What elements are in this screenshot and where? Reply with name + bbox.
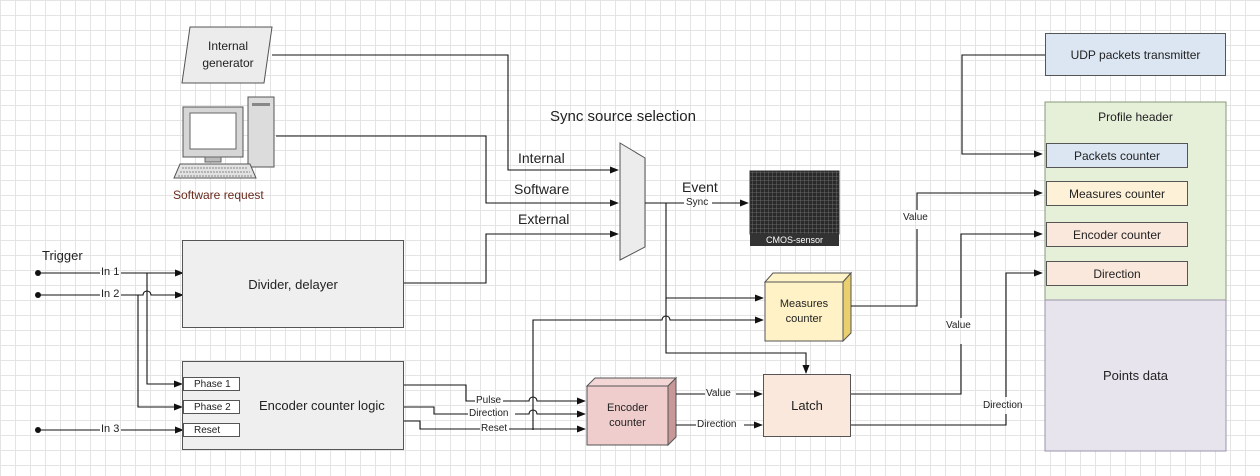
mux-internal-label: Internal — [518, 150, 565, 166]
sync-source-title: Sync source selection — [550, 108, 696, 125]
mux-software-label: Software — [514, 181, 570, 197]
encoder-counter-field: Encoder counter — [1046, 222, 1188, 247]
in2-label: In 2 — [101, 288, 120, 300]
connection-lines — [38, 54, 1045, 430]
phase2-port: Phase 2 — [183, 400, 240, 414]
reset-signal-label: Reset — [481, 423, 508, 434]
points-data-panel — [1044, 299, 1227, 452]
latch-direction-label: Direction — [697, 419, 737, 430]
pulse-label: Pulse — [476, 395, 502, 406]
computer-icon — [173, 96, 275, 179]
latch-block: Latch — [763, 374, 851, 437]
encoder-counter-3d — [585, 376, 678, 447]
measures-counter-field: Measures counter — [1046, 181, 1188, 206]
cmos-sensor-label: CMOS-sensor — [765, 235, 823, 245]
profile-header-title: Profile header — [1098, 110, 1173, 124]
cmos-sensor-chip — [749, 170, 840, 235]
phase1-port: Phase 1 — [183, 377, 240, 391]
in1-label: In 1 — [101, 266, 120, 278]
points-data-label: Points data — [1102, 368, 1169, 383]
udp-transmitter-block: UDP packets transmitter — [1045, 33, 1226, 76]
encoder-logic-title: Encoder counter logic — [259, 398, 385, 413]
measures-counter-label: Measures counter — [779, 297, 829, 325]
encoder-value-label: Value — [946, 320, 971, 331]
sync-multiplexer — [619, 142, 646, 261]
measures-counter-3d — [763, 271, 853, 343]
internal-generator-label: Internal generator — [202, 39, 254, 70]
packets-counter-field: Packets counter — [1046, 143, 1188, 168]
divider-delayer-block: Divider, delayer — [182, 240, 404, 328]
direction-field: Direction — [1046, 261, 1188, 286]
mux-external-label: External — [518, 211, 570, 227]
reset-port: Reset — [183, 423, 240, 437]
cmos-sensor-base — [750, 234, 839, 246]
direction-signal-label: Direction — [469, 408, 509, 419]
encoder-counter-label: Encoder counter — [607, 401, 648, 429]
event-label: Event — [682, 179, 718, 195]
output-direction-label: Direction — [983, 400, 1023, 411]
software-request-label: Software request — [173, 188, 264, 202]
internal-generator-shape — [181, 26, 273, 84]
in3-label: In 3 — [101, 423, 120, 435]
trigger-label: Trigger — [42, 248, 83, 263]
sync-label: Sync — [686, 197, 709, 208]
measures-value-label: Value — [903, 212, 928, 223]
value-signal-label: Value — [706, 388, 731, 399]
